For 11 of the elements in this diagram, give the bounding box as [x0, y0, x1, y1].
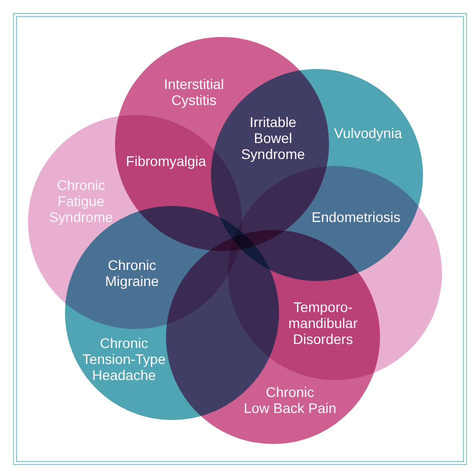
venn-label: Chronic Fatigue Syndrome: [49, 177, 113, 225]
venn-circle: [166, 230, 380, 444]
overlap-label: Temporo-mandibular Disorders: [288, 299, 358, 347]
overlap-label: Irritable Bowel Syndrome: [241, 114, 305, 162]
venn-label: Interstitial Cystitis: [164, 76, 224, 108]
overlap-label: Endometriosis: [312, 209, 400, 225]
overlap-label: Fibromyalgia: [126, 153, 206, 169]
venn-label: Chronic Low Back Pain: [244, 384, 336, 416]
venn-label: Vulvodynia: [334, 125, 402, 141]
venn-label: Chronic Tension-Type Headache: [82, 335, 166, 383]
overlap-label: Chronic Migraine: [105, 257, 159, 289]
